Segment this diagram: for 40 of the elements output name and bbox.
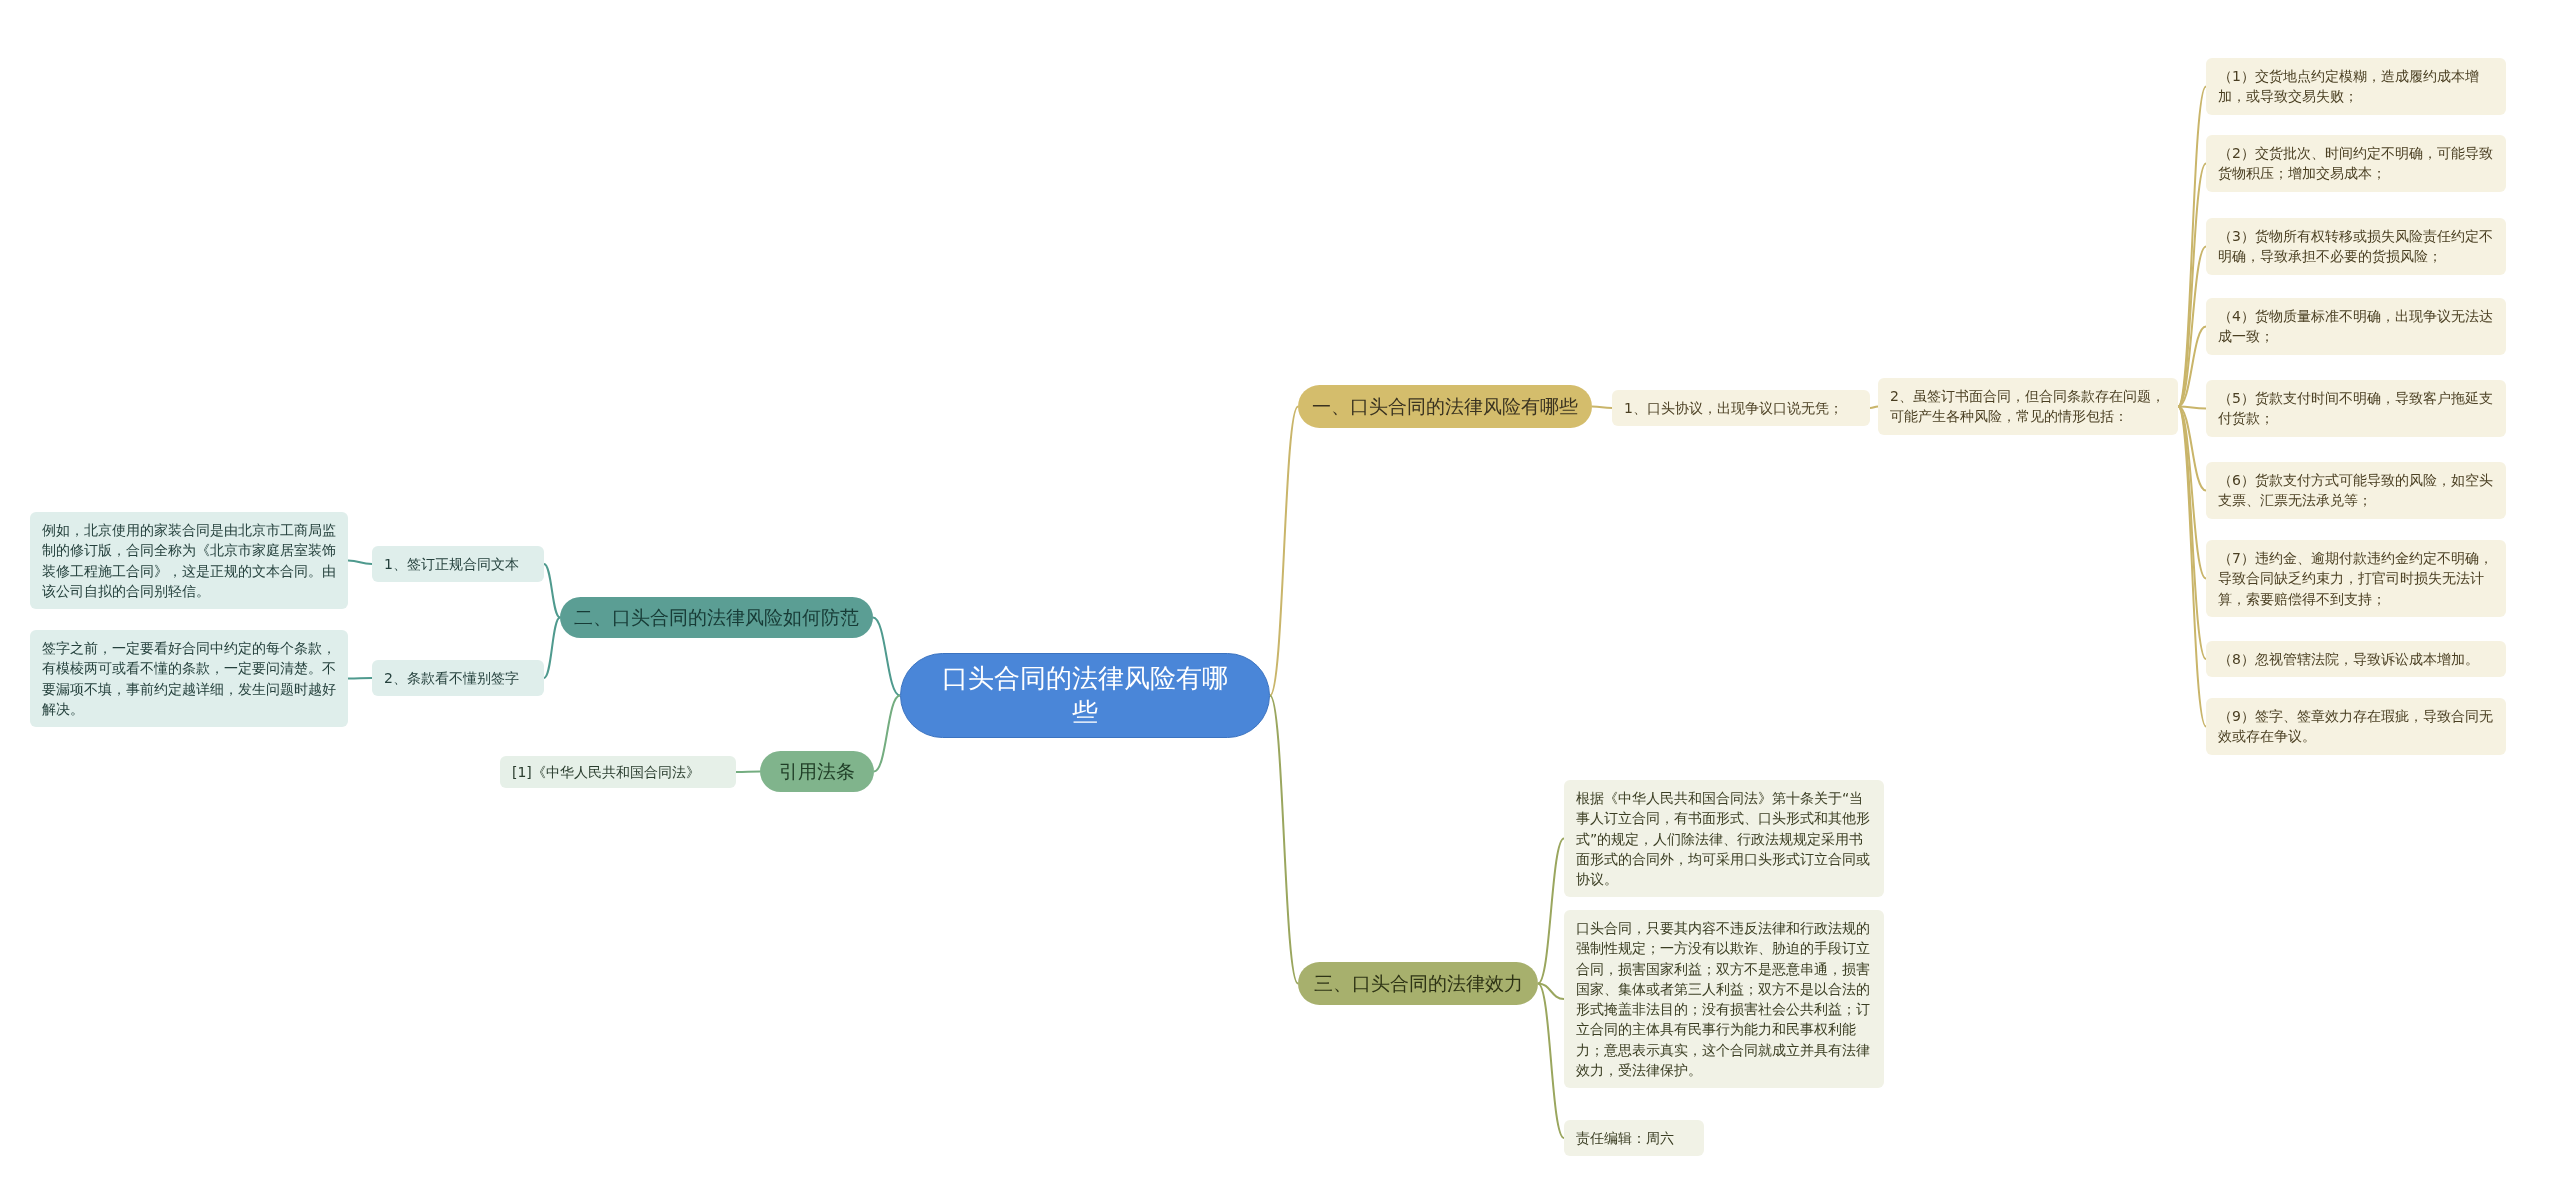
connector-line: [1537, 982, 1565, 1139]
connector-line: [347, 559, 373, 565]
subtopic-card: （9）签字、签章效力存在瑕疵，导致合同无效或存在争议。: [2206, 698, 2506, 755]
subtopic-card: （6）货款支付方式可能导致的风险，如空头支票、汇票无法承兑等；: [2206, 462, 2506, 519]
branch-topic: 一、口头合同的法律风险有哪些: [1298, 385, 1592, 428]
subtopic-card: （3）货物所有权转移或损失风险责任约定不明确，导致承担不必要的货损风险；: [2206, 218, 2506, 275]
subtopic-card: （8）忽视管辖法院，导致诉讼成本增加。: [2206, 641, 2506, 678]
subtopic-card: 口头合同，只要其内容不违反法律和行政法规的强制性规定；一方没有以欺诈、胁迫的手段订立合同，损害国家利益；双方不是恶意串通，损害国家、集体或者第三人利益；双方不是以合法的形式掩盖非法目的；没有损害社会公共利益；订立合同的主体具有民事行为能力和民事权利能力；意思表示真实，这个合同就成立并具有法律效力，受法律保护。: [1564, 910, 1884, 1089]
connector-line: [1591, 405, 1613, 409]
subtopic-card: 责任编辑：周六: [1564, 1120, 1704, 1157]
subtopic-card: 签字之前，一定要看好合同中约定的每个条款，有模棱两可或看不懂的条款，一定要问清楚。不要漏项不填，事前约定越详细，发生问题时越好解决。: [30, 630, 348, 728]
central-topic: 口头合同的法律风险有哪些: [900, 653, 1270, 738]
branch-topic: 引用法条: [760, 751, 874, 792]
connector-line: [872, 616, 901, 697]
subtopic-card: （7）违约金、逾期付款违约金约定不明确，导致合同缺乏约束力，打官司时损失无法计算，索要赔偿得不到支持；: [2206, 540, 2506, 617]
subtopic-card: 例如，北京使用的家装合同是由北京市工商局监制的修订版，合同全称为《北京市家庭居室装饰装修工程施工合同》，这是正规的文本合同。由该公司自拟的合同别轻信。: [30, 512, 348, 610]
subtopic-card: 2、条款看不懂别签字: [372, 660, 544, 697]
connector-line: [1869, 405, 1879, 409]
subtopic-card: （1）交货地点约定模糊，造成履约成本增加，或导致交易失败；: [2206, 58, 2506, 115]
subtopic-card: 2、虽签订书面合同，但合同条款存在问题，可能产生各种风险，常见的情形包括：: [1878, 378, 2178, 435]
branch-topic: 三、口头合同的法律效力: [1298, 962, 1538, 1005]
connector-line: [873, 694, 901, 773]
subtopic-card: [1]《中华人民共和国合同法》: [500, 756, 736, 789]
connector-line: [2177, 405, 2207, 492]
connector-line: [543, 563, 561, 619]
connector-line: [735, 770, 761, 773]
connector-line: [1537, 837, 1565, 985]
subtopic-card: 根据《中华人民共和国合同法》第十条关于“当事人订立合同，有书面形式、口头形式和其他形式”的规定，人们除法律、行政法规规定采用书面形式的合同外，均可采用口头形式订立合同或协议。: [1564, 780, 1884, 898]
connector-line: [1269, 694, 1299, 985]
branch-topic: 二、口头合同的法律风险如何防范: [560, 597, 873, 638]
subtopic-card: 1、签订正规合同文本: [372, 546, 544, 583]
subtopic-card: （4）货物质量标准不明确，出现争议无法达成一致；: [2206, 298, 2506, 355]
connector-line: [2177, 405, 2207, 728]
connector-line: [1269, 405, 1299, 697]
subtopic-card: 1、口头协议，出现争议口说无凭；: [1612, 390, 1870, 427]
subtopic-card: （2）交货批次、时间约定不明确，可能导致货物积压；增加交易成本；: [2206, 135, 2506, 192]
subtopic-card: （5）货款支付时间不明确，导致客户拖延支付货款；: [2206, 380, 2506, 437]
connector-line: [347, 677, 373, 680]
connector-line: [543, 616, 561, 679]
connector-line: [1537, 982, 1565, 1000]
